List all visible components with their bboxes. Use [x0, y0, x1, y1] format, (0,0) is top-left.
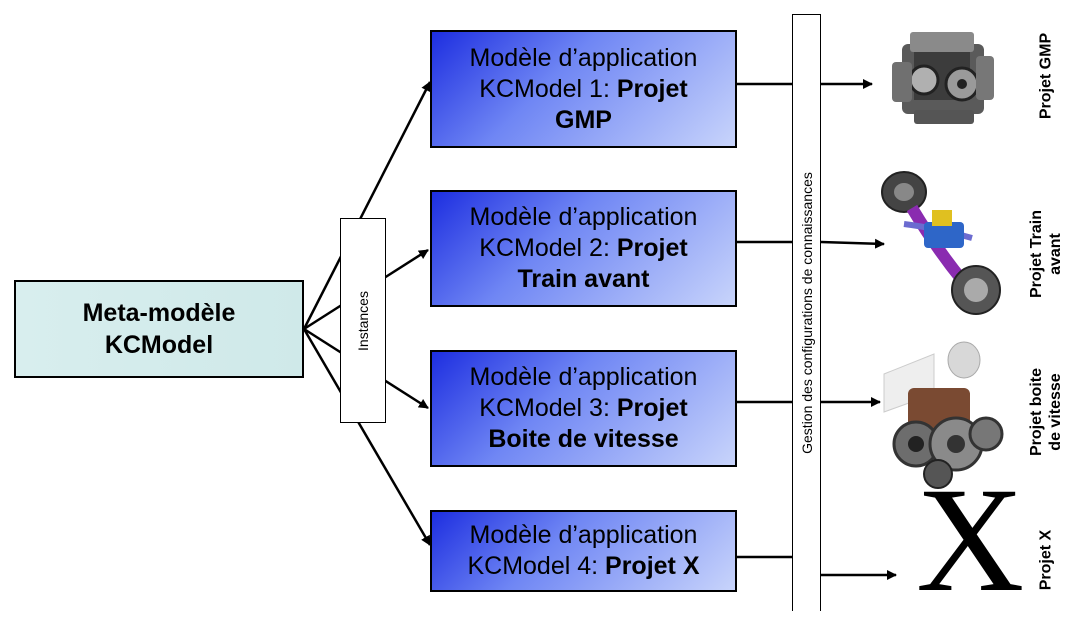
model-box-1: Modèle d’application KCModel 1: Projet G…: [430, 30, 737, 148]
engine-image: [892, 32, 994, 124]
front-axle-image: [881, 171, 1001, 315]
meta-model-line2: KCModel: [104, 331, 214, 359]
arrow-to-model-1: [302, 81, 432, 330]
instances-label: Instances: [355, 290, 371, 351]
project-boite-line1: Projet boite: [1028, 367, 1045, 457]
model-2-line1: Modèle d’application: [469, 203, 698, 231]
project-label-gmp: Projet GMP: [1037, 33, 1056, 119]
project-gmp-line: Projet GMP: [1037, 32, 1055, 120]
model-3-line1: Modèle d’application: [469, 363, 698, 391]
meta-model-line1: Meta-modèle: [82, 299, 236, 327]
project-label-train: Projet Train avant: [1027, 210, 1065, 298]
model-2-bold: Projet: [616, 234, 688, 262]
model-1-line3: GMP: [555, 105, 612, 134]
model-box-2: Modèle d’application KCModel 2: Projet T…: [430, 190, 737, 307]
model-3-bold: Projet: [616, 394, 688, 422]
project-x-line: Projet X: [1037, 529, 1055, 591]
model-4-line1: Modèle d’application: [469, 521, 698, 549]
project-train-line2: avant: [1047, 233, 1064, 275]
x-letter: X: [916, 457, 1025, 623]
model-1-prefix: KCModel 1:: [479, 74, 617, 103]
gestion-box: Gestion des configurations de connaissan…: [792, 14, 821, 611]
model-1-bold: Projet: [616, 74, 688, 103]
project-label-boite: Projet boite de vitesse: [1027, 368, 1065, 456]
arrow-to-project-2: [820, 238, 885, 249]
gearbox-image: [883, 341, 1004, 489]
project-label-x: Projet X: [1037, 530, 1056, 590]
model-2-prefix: KCModel 2:: [479, 234, 617, 262]
model-3-prefix: KCModel 3:: [479, 394, 617, 422]
gestion-label: Gestion des configurations de connaissan…: [798, 172, 815, 454]
model-box-4: Modèle d’application KCModel 4: Projet X: [430, 510, 737, 592]
model-3-line3: Boite de vitesse: [488, 425, 679, 453]
project-boite-line2: de vitesse: [1047, 373, 1064, 451]
model-4-prefix: KCModel 4:: [467, 552, 606, 580]
model-1-line1: Modèle d’application: [469, 43, 698, 72]
model-2-line3: Train avant: [517, 265, 650, 293]
model-box-3: Modèle d’application KCModel 3: Projet B…: [430, 350, 737, 467]
instances-box: Instances: [340, 218, 386, 423]
meta-model-box: Meta-modèle KCModel: [14, 280, 304, 378]
arrow-to-model-4: [302, 328, 432, 546]
project-train-line1: Projet Train: [1028, 209, 1045, 299]
model-4-bold: Projet X: [605, 552, 700, 580]
